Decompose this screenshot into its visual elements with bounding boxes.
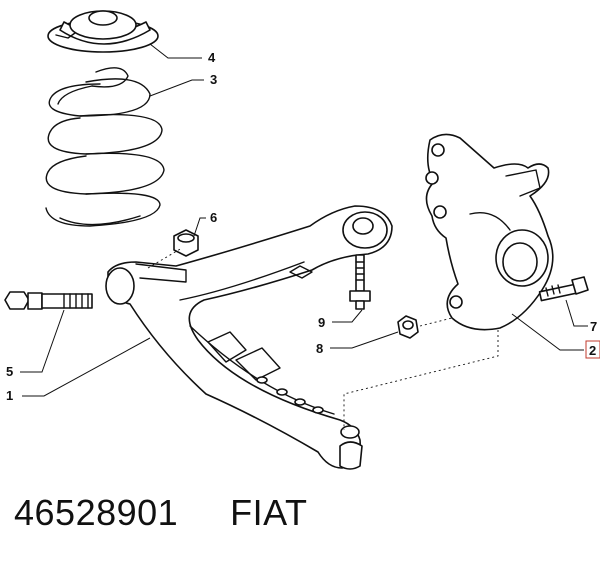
footer: 46528901 FIAT [14,492,308,534]
callout-1: 1 [6,388,13,403]
part-spring-top-mount [47,10,159,53]
part-steering-knuckle [425,133,554,331]
part-pivot-bolt [4,291,93,310]
callout-8: 8 [316,341,323,356]
callout-labels: 4 3 6 5 1 7 2 8 9 [6,50,600,403]
callout-2: 2 [589,343,596,358]
callout-2-highlight-box [585,340,600,359]
callout-5: 5 [6,364,13,379]
part-knuckle-bolt [538,276,589,302]
callout-3: 3 [210,72,217,87]
callout-7: 7 [590,319,597,334]
part-number: 46528901 [14,492,179,533]
part-lower-control-arm [105,205,393,470]
leader-lines [20,43,588,397]
brand-name: FIAT [230,492,308,533]
assembly-lines [147,247,499,430]
callout-9: 9 [318,315,325,330]
part-coil-spring [45,67,165,227]
callout-6: 6 [210,210,217,225]
part-nut-lower [397,315,419,339]
part-stud-bolt [349,254,371,310]
callout-4: 4 [208,50,216,65]
